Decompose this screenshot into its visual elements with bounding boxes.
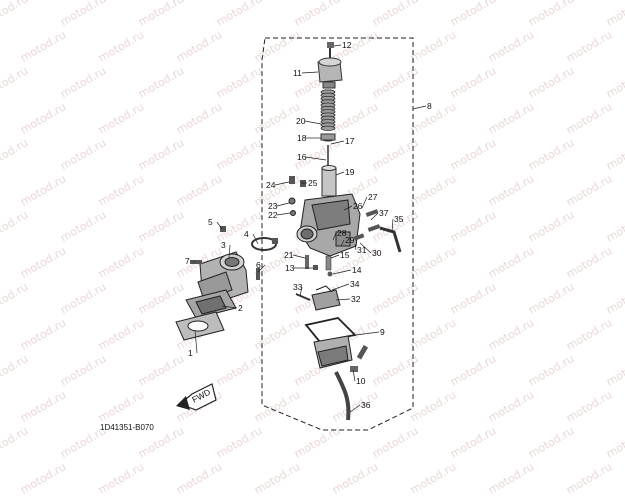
callout-leader-15 [330,254,340,259]
callout-6: 6 [256,260,261,270]
callout-leader-34 [331,283,350,291]
part-spring [320,89,336,131]
callout-27: 27 [368,192,378,202]
callout-leader-1 [194,329,198,354]
callout-leader-26 [343,205,353,211]
callout-13: 13 [285,263,295,273]
part-code-label: 1D41351-B070 [100,423,154,432]
callout-28: 28 [337,228,347,238]
callout-leader-23 [276,202,290,207]
callout-33: 33 [293,282,303,292]
part-top-cap [317,57,343,89]
callout-17: 17 [345,136,355,146]
callout-3: 3 [221,240,226,250]
callout-20: 20 [296,116,306,126]
part-float [311,285,341,311]
parts-drawing: FWD 123456789101112131415161718192021222… [175,37,432,431]
callout-7: 7 [185,256,190,266]
callout-leader-29 [340,239,345,247]
part-choke-tube [379,226,402,253]
callout-18: 18 [297,133,307,143]
callout-29: 29 [345,235,355,245]
callout-leader-5 [216,221,223,230]
part-drain-hose [334,371,351,421]
callout-26: 26 [353,201,363,211]
callout-leader-21 [292,254,306,259]
callout-leader-33 [299,286,303,297]
callout-2: 2 [238,303,243,313]
callout-leader-11 [301,71,319,74]
callout-16: 16 [297,152,307,162]
callout-leader-30 [359,242,372,254]
callout-leader-28 [332,232,337,241]
callout-32: 32 [351,294,361,304]
callout-leader-14 [332,269,352,275]
part-reed-valve [185,289,237,319]
part-float-pin [295,293,311,301]
callout-19: 19 [345,167,355,177]
part-gasket-lower [175,311,225,341]
part-throttle-valve [321,165,337,197]
callout-4: 4 [244,229,249,239]
part-top-screw [327,42,334,58]
callout-leader-17 [330,140,345,145]
callout-23: 23 [268,201,278,211]
callout-12: 12 [342,40,352,50]
callout-leader-7 [193,260,196,263]
callout-leader-22 [276,212,291,216]
callout-1: 1 [188,348,193,358]
part-spring-seat [320,133,336,142]
part-left-screws [190,226,260,280]
callout-leader-4 [252,233,259,245]
callout-leader-3 [228,244,231,259]
callout-9: 9 [380,327,385,337]
callout-leader-19 [335,171,345,176]
callout-37: 37 [379,208,389,218]
part-jets [305,255,333,277]
callout-leader-2 [221,305,238,309]
callout-leader-10 [352,369,356,382]
callout-leader-12 [333,44,342,47]
callout-5: 5 [208,217,213,227]
part-body-screws [288,176,381,241]
callout-leader-32 [335,298,351,301]
callout-leader-16 [305,156,327,161]
callout-leader-9 [347,331,380,337]
callout-14: 14 [352,265,362,275]
callout-leader-8 [412,105,427,110]
callout-36: 36 [361,400,371,410]
callout-leader-35 [391,218,394,233]
callout-leader-27 [361,196,368,209]
callout-leader-36 [349,404,361,413]
callout-leader-20 [304,120,322,125]
callout-leader-24 [274,181,290,186]
callout-25: 25 [308,178,318,188]
callout-10: 10 [356,376,366,386]
callout-24: 24 [266,180,276,190]
callout-leader-31 [354,243,357,251]
callout-35: 35 [394,214,404,224]
part-clamp [251,237,278,251]
callout-22: 22 [268,210,278,220]
callout-leader-37 [370,212,379,221]
fwd-arrow-badge: FWD [176,383,217,411]
callout-15: 15 [340,250,350,260]
callout-11: 11 [293,68,302,78]
callout-8: 8 [427,101,432,111]
part-float-chamber [313,335,369,372]
assembly-outline [261,37,414,431]
callout-34: 34 [350,279,360,289]
part-carburetor-body [296,193,361,257]
callout-31: 31 [357,245,367,255]
callout-21: 21 [284,250,294,260]
callout-30: 30 [372,248,382,258]
callout-leader-6 [257,264,266,273]
